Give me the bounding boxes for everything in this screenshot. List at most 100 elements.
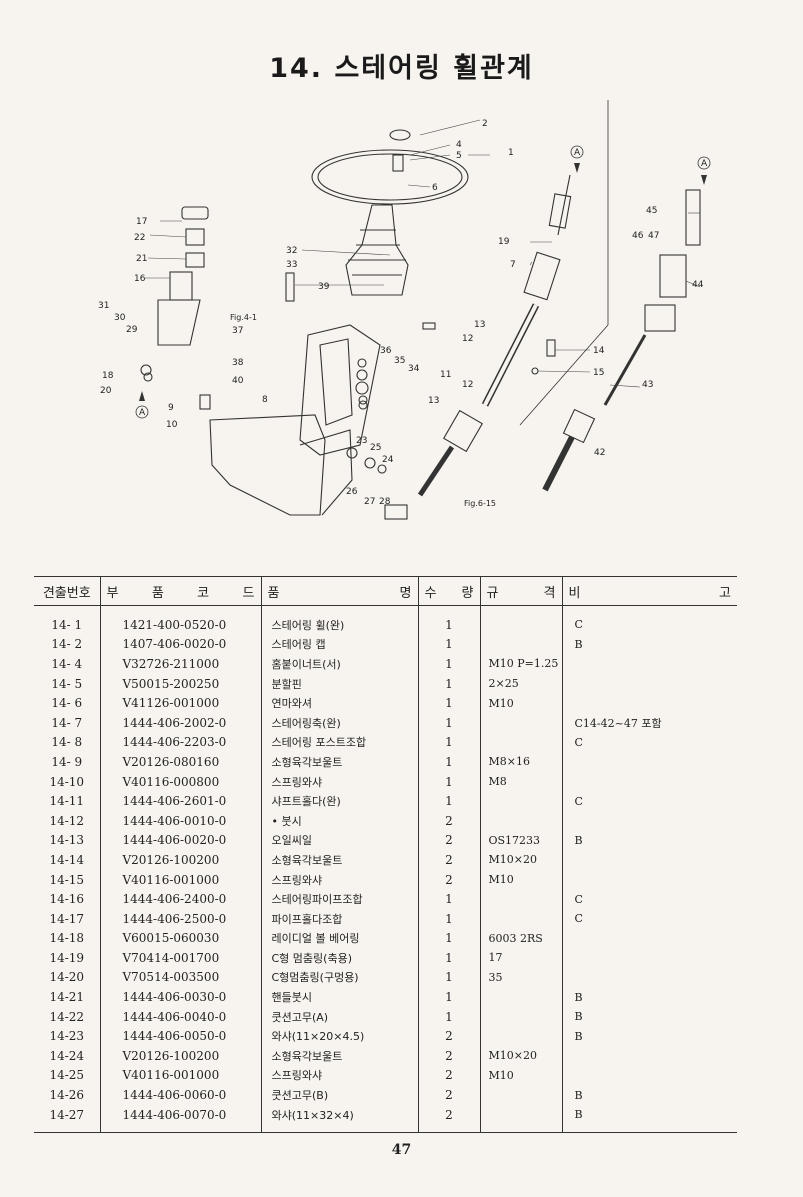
quantity-cell: 1 <box>418 771 481 792</box>
svg-text:32: 32 <box>286 246 297 256</box>
quantity-cell: 2 <box>418 1065 481 1086</box>
part-name-cell: 오일씨일 <box>261 830 419 851</box>
quantity-cell: 2 <box>418 810 481 831</box>
reference-no-cell: 14-18 <box>34 928 101 949</box>
part-code-cell: 1421-400-0520-0 <box>100 605 262 635</box>
remarks-cell: C <box>574 735 583 749</box>
boot-shape <box>345 204 409 296</box>
specification-cell: OS17233 <box>480 830 563 851</box>
svg-text:34: 34 <box>408 364 420 374</box>
part-name-cell: 스테어링 포스트조합 <box>261 732 419 753</box>
part-code-cell: 1444-406-0030-0 <box>100 987 262 1007</box>
part-code-cell: 1444-406-0060-0 <box>100 1085 262 1105</box>
remarks-cell <box>562 968 737 988</box>
part-code-cell: V70514-003500 <box>100 967 262 988</box>
quantity-cell: 1 <box>418 948 481 968</box>
reference-no-cell: 14- 2 <box>34 634 101 655</box>
reference-no-cell: 14-20 <box>34 967 101 988</box>
reference-no-cell: 14-22 <box>34 1006 101 1027</box>
quantity-cell: 2 <box>418 1085 481 1105</box>
remarks-cell: B <box>574 833 583 847</box>
svg-text:45: 45 <box>646 206 657 216</box>
specification-cell <box>480 634 563 655</box>
figure-references: Fig.4-1 Fig.6-15 <box>230 313 496 508</box>
svg-text:17: 17 <box>136 217 147 227</box>
part-name-cell: 와샤(11×20×4.5) <box>261 1026 419 1047</box>
specification-cell: 17 <box>480 948 563 968</box>
part-name-cell: C형 멈춤링(축용) <box>261 948 419 968</box>
svg-text:22: 22 <box>134 233 145 243</box>
specification-cell <box>480 1104 563 1134</box>
svg-text:28: 28 <box>379 497 391 507</box>
reference-no-cell: 14- 4 <box>34 654 101 674</box>
specification-cell <box>480 732 563 753</box>
reference-no-cell: 14- 1 <box>34 605 101 635</box>
quantity-cell: 1 <box>418 928 481 949</box>
svg-text:13: 13 <box>474 320 485 330</box>
svg-text:40: 40 <box>232 376 244 386</box>
part-code-cell: 1444-406-2203-0 <box>100 732 262 753</box>
quantity-cell: 2 <box>418 850 481 870</box>
quantity-cell: 1 <box>418 732 481 753</box>
diagram-svg: 2 1 4 5 6 7 8 9 10 11 12 12 13 13 14 15 … <box>98 100 711 520</box>
svg-text:12: 12 <box>462 380 473 390</box>
remarks-cell <box>562 1046 737 1066</box>
remarks-cell <box>562 870 737 890</box>
svg-text:20: 20 <box>100 386 112 396</box>
quantity-cell: 1 <box>418 908 481 929</box>
reference-no-cell: 14- 6 <box>34 693 101 713</box>
svg-text:26: 26 <box>346 487 358 497</box>
quantity-cell: 1 <box>418 752 481 772</box>
part-name-cell: 쿳션고무(B) <box>261 1085 419 1105</box>
part-code-cell: 1444-406-0020-0 <box>100 830 262 851</box>
specification-cell <box>480 889 563 909</box>
part-code-cell: 1444-406-2500-0 <box>100 908 262 929</box>
remarks-cell <box>562 674 737 694</box>
svg-text:46: 46 <box>632 231 644 241</box>
svg-text:10: 10 <box>166 420 178 430</box>
part-name-cell: 스테어링 휠(완) <box>261 605 419 635</box>
reference-no-cell: 14-13 <box>34 830 101 851</box>
svg-text:24: 24 <box>382 455 394 465</box>
specification-cell <box>480 791 563 811</box>
part-name-cell: 핸들붓시 <box>261 987 419 1007</box>
specification-cell: M10 <box>480 869 563 890</box>
reference-no-cell: 14-14 <box>34 850 101 870</box>
part-name-cell: 파이프홀다조합 <box>261 908 419 929</box>
svg-text:2: 2 <box>482 119 488 129</box>
header-reference-no: 견출번호 <box>34 576 101 606</box>
part-code-cell: 1444-406-2002-0 <box>100 712 262 733</box>
svg-text:19: 19 <box>498 237 510 247</box>
reference-no-cell: 14-19 <box>34 948 101 968</box>
remarks-cell <box>562 929 737 949</box>
remarks-cell <box>562 1066 737 1086</box>
remarks-cell: B <box>574 1029 583 1043</box>
specification-cell <box>480 987 563 1007</box>
svg-text:A: A <box>574 148 581 158</box>
part-code-cell: 1444-406-0040-0 <box>100 1006 262 1027</box>
remarks-cell <box>562 693 737 713</box>
part-name-cell: 샤프트홀다(완) <box>261 791 419 811</box>
header-specification: 규 격 <box>480 576 563 606</box>
remarks-cell: B <box>574 1088 583 1102</box>
pipe-holder-shape <box>181 206 209 220</box>
part-code-cell: 1444-406-2601-0 <box>100 791 262 811</box>
remarks-cell: C <box>574 618 583 632</box>
part-name-cell: 레이디얼 볼 베어링 <box>261 928 419 949</box>
svg-text:13: 13 <box>428 396 439 406</box>
svg-text:25: 25 <box>370 443 381 453</box>
part-code-cell: V40116-001000 <box>100 1065 262 1086</box>
universal-joint-shape <box>523 251 561 301</box>
table-header-row: 견출번호 부 품 코 드 품 명 수 량 규 격 비 고 <box>34 576 737 606</box>
part-name-cell: 스프링와샤 <box>261 869 419 890</box>
svg-text:47: 47 <box>648 231 659 241</box>
reference-no-cell: 14-10 <box>34 771 101 792</box>
base-frame-shape <box>209 414 326 516</box>
